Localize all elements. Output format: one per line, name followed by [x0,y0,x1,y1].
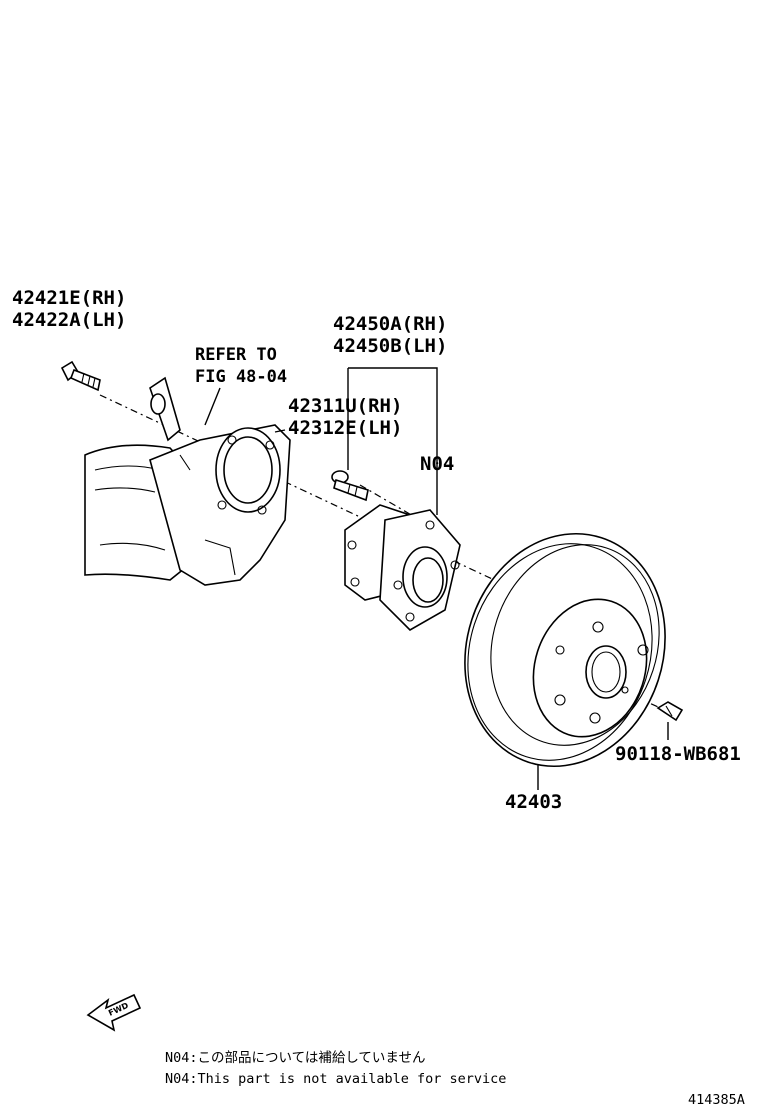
label-hub-lh: 42450B(LH) [333,335,447,357]
axle-carrier [84,376,291,586]
note-japanese: N04:この部品については補給していません [165,1050,426,1066]
note-english: N04:This part is not available for servi… [165,1071,506,1087]
hub-stud [331,470,369,502]
label-n04: N04 [420,453,454,475]
brake-drum [464,532,666,768]
label-bolt-lh: 42422A(LH) [12,309,126,331]
label-stud-lh: 42312E(LH) [288,417,402,439]
label-drum: 42403 [505,791,562,813]
label-hub-rh: 42450A(RH) [333,313,447,335]
label-refer-1: REFER TO [195,345,277,365]
leader-hub-bracket [347,367,438,515]
drum-screw [656,701,684,722]
fwd-arrow-icon: FWD [86,993,142,1032]
leader-stud [274,429,286,433]
hub-bearing [344,504,461,631]
label-bolt-rh: 42421E(RH) [12,287,126,309]
leader-refer [204,387,221,426]
label-stud-rh: 42311U(RH) [288,395,402,417]
figure-id: 414385A [688,1092,745,1108]
upper-bolt [60,360,101,392]
label-screw: 90118-WB681 [615,743,741,765]
label-refer-2: FIG 48-04 [195,367,287,387]
